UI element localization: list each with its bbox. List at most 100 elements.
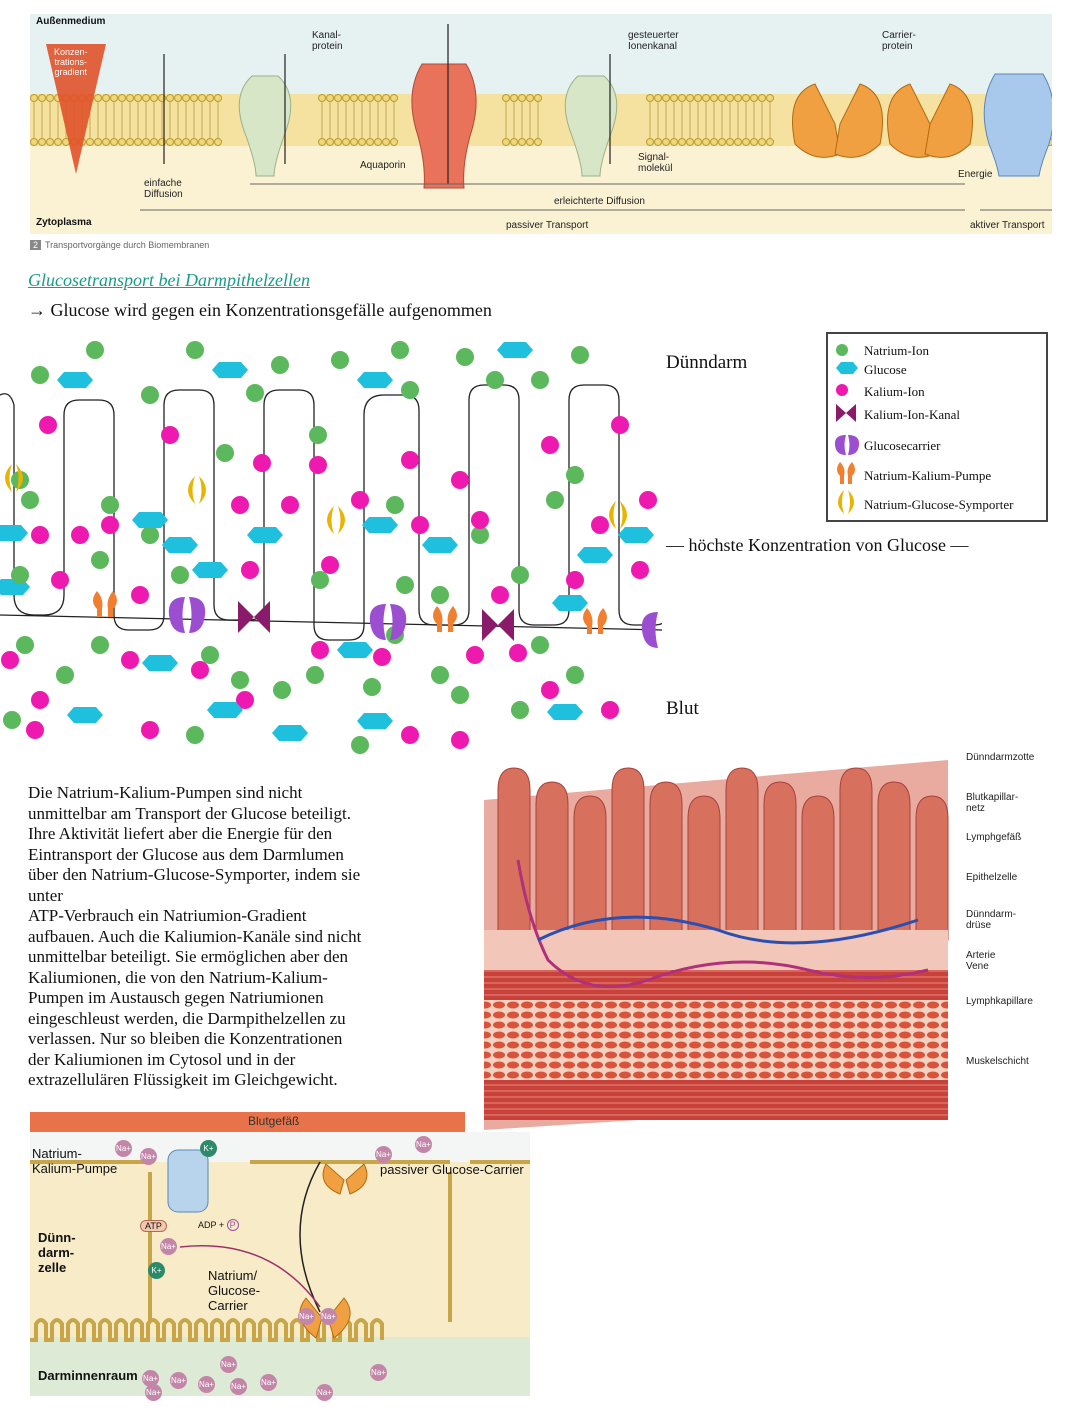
kalium-ion-dot (639, 491, 657, 509)
natrium-ion-dot (431, 666, 449, 684)
kalium-ion-dot (71, 526, 89, 544)
label-aussenmedium: Außenmedium (36, 16, 106, 27)
kalium-ion-dot (451, 731, 469, 749)
natrium-ion-bubble: Na+ (260, 1374, 277, 1391)
kalium-ion-dot (241, 561, 259, 579)
glucose-hexagon (357, 713, 393, 729)
glucose-hexagon (57, 372, 93, 388)
legend-label: Natrium-Glucose-Symporter (864, 497, 1014, 512)
kalium-ion-dot (253, 454, 271, 472)
kalium-ion-dot (26, 721, 44, 739)
section-heading[interactable]: Glucosetransport bei Darmpithelzellen (28, 270, 310, 290)
natrium-ion-bubble: Na+ (316, 1384, 333, 1401)
natrium-ion-dot (531, 371, 549, 389)
kalium-ion-dot (321, 556, 339, 574)
natrium-kalium-pumpe (447, 606, 457, 632)
natrium-ion-dot (11, 566, 29, 584)
natrium-ion-dot (16, 636, 34, 654)
kanalprotein-shape (238, 75, 292, 177)
kalium-ion-dot (31, 691, 49, 709)
kalium-ion-dot (101, 516, 119, 534)
legend-label: Natrium-Kalium-Pumpe (864, 468, 992, 483)
label-carrierprotein: Carrier- protein (882, 30, 916, 52)
natrium-ion-dot (21, 491, 39, 509)
label-blut: Blut (666, 698, 699, 719)
natrium-ion-dot (31, 366, 49, 384)
atp-badge: ATP (140, 1220, 167, 1232)
natrium-ion-dot (396, 576, 414, 594)
kalium-ion-dot (373, 648, 391, 666)
natrium-ion-dot (86, 341, 104, 359)
natrium-ion-dot (273, 681, 291, 699)
kalium-ion-dot (161, 426, 179, 444)
kalium-ion-dot (351, 491, 369, 509)
villus-label-duenndarmzotte: Dünndarmzotte (966, 752, 1035, 763)
natrium-kalium-pumpe (433, 606, 443, 632)
kalium-ion-dot (401, 726, 419, 744)
villus-shape (801, 795, 835, 941)
natrium-ion-bubble: Na+ (198, 1376, 215, 1393)
natrium-ion-dot (401, 381, 419, 399)
kalium-ion-dot (566, 571, 584, 589)
natrium-glucose-symporter (327, 506, 334, 534)
natrium-ion-dot (171, 566, 189, 584)
purple-bowtie-icon (836, 404, 856, 422)
natrium-ion-dot (391, 341, 409, 359)
natrium-ion-dot (3, 711, 21, 729)
natrium-ion-bubble: Na+ (115, 1140, 132, 1157)
natrium-glucose-symporter (16, 464, 23, 492)
natrium-ion-dot (56, 666, 74, 684)
natrium-ion-dot (351, 736, 369, 754)
kalium-ion-dot (51, 571, 69, 589)
villus-label-lymphkapillare: Lymphkapillare (966, 996, 1033, 1007)
villus-label-muskelschicht: Muskelschicht (966, 1056, 1029, 1067)
glucose-hexagon (212, 362, 248, 378)
kalium-ion-kanal (238, 601, 254, 633)
kalium-ion-dot (541, 436, 559, 454)
natrium-ion-dot (451, 686, 469, 704)
natrium-glucose-symporter (338, 506, 345, 534)
violet-carrier-icon (834, 435, 860, 455)
caption-number: 2 (30, 240, 42, 250)
natrium-kalium-pumpe (583, 608, 593, 634)
natrium-glucose-symporter (199, 476, 206, 504)
natrium-ion-dot (141, 386, 159, 404)
natrium-ion-dot (331, 351, 349, 369)
kalium-ion-kanal (254, 601, 270, 633)
villus-shape (649, 781, 683, 941)
natrium-ion-dot (456, 348, 474, 366)
legend-label: Glucose (864, 362, 907, 377)
villus-label-kapillarnetz: Blutkapillar- netz (966, 792, 1019, 814)
natrium-ion-bubble: Na+ (298, 1308, 315, 1325)
natrium-ion-bubble: Na+ (230, 1378, 247, 1395)
label-gradient: Konzen- trations- gradient (54, 47, 88, 77)
glucosecarrier (189, 597, 206, 633)
aquaporin-shape (411, 63, 477, 189)
glucose-hexagon (132, 512, 168, 528)
label-kanalprotein: Kanal- protein (312, 30, 343, 52)
kalium-ion-dot (631, 561, 649, 579)
natrium-ion-dot (566, 466, 584, 484)
natrium-glucose-symporter (620, 501, 627, 529)
kalium-ion-dot (401, 451, 419, 469)
natrium-ion-dot (363, 678, 381, 696)
glucosecarrier (369, 604, 386, 640)
kalium-ion-bubble: K+ (148, 1262, 165, 1279)
glucose-hexagon (422, 537, 458, 553)
glucose-hexagon (272, 725, 308, 741)
orange-pump-icon (837, 462, 855, 484)
villus-label-epithelzelle: Epithelzelle (966, 872, 1018, 883)
label-energie: Energie (958, 169, 993, 180)
glucose-hexagon (357, 372, 393, 388)
natrium-glucose-symporter (188, 476, 195, 504)
adp-text: ADP + (198, 1220, 225, 1230)
label-blutgefaess: Blutgefäß (248, 1114, 300, 1128)
label-einfache-diffusion: einfache Diffusion (144, 178, 183, 200)
kalium-ion-dot (141, 721, 159, 739)
ionenkanal-shape (564, 75, 618, 177)
natrium-ion-dot (386, 496, 404, 514)
glucose-hexagon (192, 562, 228, 578)
adp-label: ADP + P (198, 1219, 239, 1231)
kalium-ion-dot (311, 641, 329, 659)
natrium-ion-bubble: Na+ (320, 1308, 337, 1325)
